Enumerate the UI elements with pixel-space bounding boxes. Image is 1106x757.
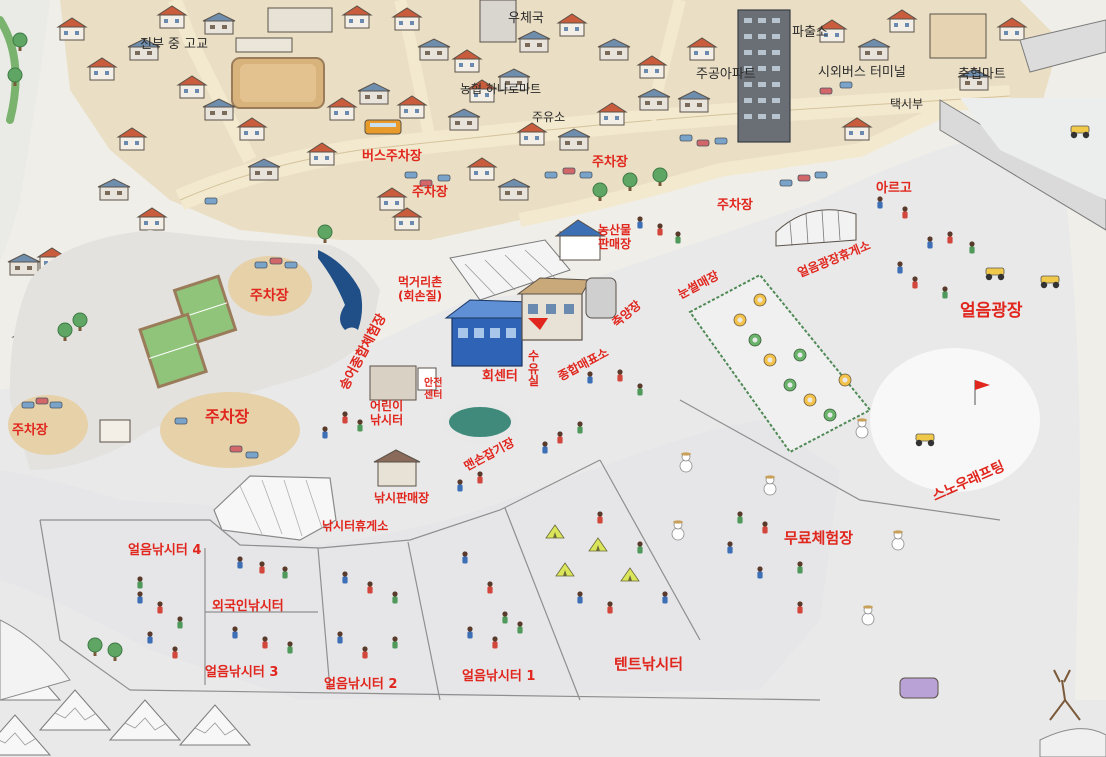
label-tent-fishing[interactable]: 텐트낚시터 <box>614 655 684 673</box>
label-nursing-room[interactable]: 수 유 실 <box>528 349 540 389</box>
label-ice-square[interactable]: 얼음광장 <box>960 301 1023 321</box>
deer-icon <box>1049 669 1081 721</box>
label-ice-fishing-4[interactable]: 얼음낚시터 4 <box>128 543 202 558</box>
label-bus-parking[interactable]: 버스주차장 <box>362 149 422 164</box>
label-parking-3[interactable]: 주차장 <box>717 198 753 213</box>
label-farm-market[interactable]: 농산물 판매장 <box>598 223 632 251</box>
label-argo[interactable]: 아르고 <box>876 181 912 196</box>
label-ice-fishing-2[interactable]: 얼음낚시터 2 <box>324 677 398 692</box>
label-free-zone[interactable]: 무료체험장 <box>784 529 854 547</box>
label-apartment[interactable]: 주공아파트 <box>696 67 756 82</box>
label-safety-center[interactable]: 안전 센터 <box>424 378 443 401</box>
label-parking-5[interactable]: 주차장 <box>205 407 250 426</box>
label-fishing-shop[interactable]: 낚시판매장 <box>374 491 430 505</box>
bus-icon <box>364 119 402 135</box>
label-sashimi-center[interactable]: 회센터 <box>482 369 518 384</box>
label-ice-fishing-1[interactable]: 얼음낚시터 1 <box>462 669 536 684</box>
label-nonghyup-mart[interactable]: 농협 하나로마트 <box>460 82 542 96</box>
label-food-village[interactable]: 먹거리촌 (회손질) <box>398 275 443 303</box>
label-taxi[interactable]: 택시부 <box>890 97 924 111</box>
label-parking-1[interactable]: 주차장 <box>412 185 448 200</box>
label-jinbu-high[interactable]: 진부 중 고교 <box>140 37 209 52</box>
label-parking-6[interactable]: 주차장 <box>12 423 48 438</box>
label-gas-station[interactable]: 주유소 <box>532 110 566 124</box>
label-foreign-fishing[interactable]: 외국인낚시터 <box>212 599 284 614</box>
label-post-office[interactable]: 우체국 <box>508 11 544 26</box>
label-bus-terminal[interactable]: 시외버스 터미널 <box>818 65 906 80</box>
fish-sculpture-icon <box>318 250 363 330</box>
label-fishing-rest[interactable]: 낚시터휴게소 <box>322 519 389 533</box>
flag <box>974 380 990 405</box>
label-coop-mart[interactable]: 축협마트 <box>958 67 1006 82</box>
label-police[interactable]: 파출소 <box>792 25 828 40</box>
label-parking-4[interactable]: 주차장 <box>250 288 289 304</box>
label-parking-2[interactable]: 주차장 <box>592 155 628 170</box>
label-ice-fishing-3[interactable]: 얼음낚시터 3 <box>205 665 279 680</box>
label-kids-fishing[interactable]: 어린이 낚시터 <box>370 399 404 427</box>
